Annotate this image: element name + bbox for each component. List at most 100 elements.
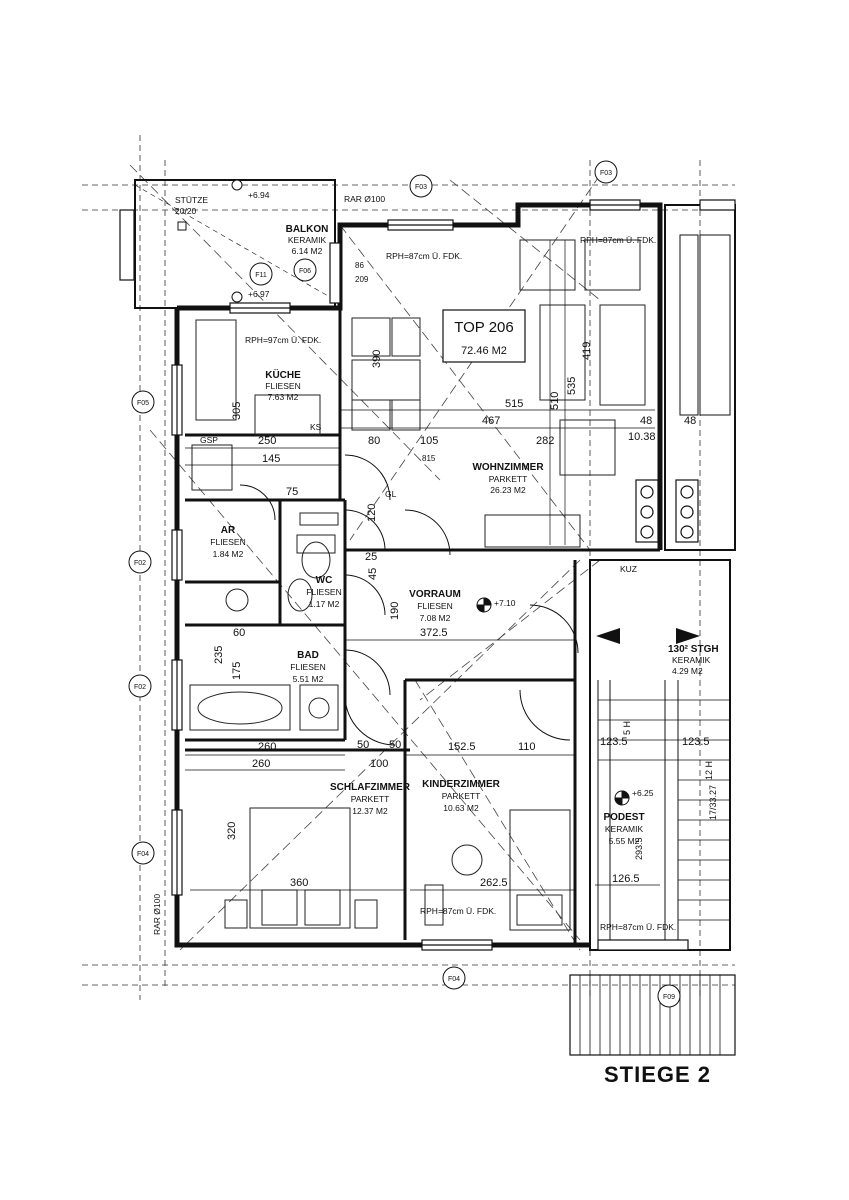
unit-title-box: [442, 309, 526, 363]
dim-510: 510: [549, 392, 561, 410]
room-kueche-name: KÜCHE: [265, 368, 301, 381]
room-ar-area: 1.84 M2: [213, 549, 244, 559]
dim-535: 535: [566, 377, 578, 395]
room-wohnzimmer-material: PARKETT: [489, 474, 528, 484]
note-rph-87-top: RPH=87cm Ü. FDK.: [580, 235, 656, 245]
level-694: +6.94: [248, 190, 270, 200]
level-marker-icons: [231, 179, 630, 806]
note-stuetze-size: 20/20: [175, 206, 197, 216]
dim-235: 235: [213, 646, 225, 664]
walls: [174, 202, 663, 948]
dim-190: 190: [389, 602, 401, 620]
room-kueche-material: FLIESEN: [265, 381, 300, 391]
dim-305: 305: [231, 402, 243, 420]
level-625: +6.25: [632, 788, 654, 798]
room-stgh-name: 130² STGH: [668, 644, 719, 655]
furniture: [189, 239, 646, 931]
tag-f11: F11: [255, 272, 267, 279]
room-vorraum-area: 7.08 M2: [420, 613, 451, 623]
tag-f06: F06: [299, 268, 311, 275]
dim-1733: 17/33.27: [708, 785, 718, 820]
dimension-labels: 515 467 535 419 510 390 305 250 145 80 1…: [213, 261, 718, 889]
room-wc-name: WC: [316, 575, 333, 586]
note-gl: GL: [385, 489, 397, 499]
dim-515: 515: [505, 398, 523, 410]
room-wc-area: 1.17 M2: [309, 599, 340, 609]
dim-260-b: 260: [252, 758, 270, 770]
dim-815: 815: [422, 454, 436, 463]
note-rph-87-stair: RPH=87cm Ü. FDK.: [600, 922, 676, 932]
note-kuz: KUZ: [620, 564, 637, 574]
dim-1038: 10.38: [628, 431, 656, 443]
tag-f02-a: F02: [134, 560, 146, 567]
room-kinderzimmer-name: KINDERZIMMER: [422, 779, 501, 790]
dim-86: 86: [355, 261, 364, 270]
room-kinderzimmer-material: PARKETT: [442, 791, 481, 801]
dim-2935: 293.5: [634, 837, 644, 860]
room-kinderzimmer-area: 10.63 M2: [443, 803, 479, 813]
room-ar-name: AR: [221, 525, 236, 536]
unit-name: TOP 206: [454, 319, 514, 336]
dim-467: 467: [482, 415, 500, 427]
room-balkon-material: KERAMIK: [288, 235, 327, 245]
dim-1265: 126.5: [612, 873, 640, 885]
room-wohnzimmer-area: 26.23 M2: [490, 485, 526, 495]
room-bad-material: FLIESEN: [290, 662, 325, 672]
dim-110: 110: [518, 741, 536, 753]
room-stgh-material: KERAMIK: [672, 655, 711, 665]
room-wc-material: FLIESEN: [306, 587, 341, 597]
room-bad-name: BAD: [297, 650, 319, 661]
room-schlafzimmer-material: PARKETT: [351, 794, 390, 804]
dim-60: 60: [233, 627, 245, 639]
dim-48-a: 48: [640, 415, 652, 427]
room-podest-name: PODEST: [603, 812, 644, 823]
dim-75: 75: [286, 486, 298, 498]
room-vorraum-material: FLIESEN: [417, 601, 452, 611]
room-podest-area: 5.55 M2: [609, 836, 640, 846]
door-swings: [239, 454, 579, 746]
dim-390: 390: [371, 350, 383, 368]
room-schlafzimmer-name: SCHLAFZIMMER: [330, 782, 411, 793]
dim-120: 120: [366, 504, 378, 522]
dim-12h: 12 H: [704, 761, 714, 780]
note-rar-side: RAR Ø100: [152, 894, 162, 935]
room-balkon-name: BALKON: [286, 224, 329, 235]
tag-f03-a: F03: [415, 184, 427, 191]
room-bad-area: 5.51 M2: [293, 674, 324, 684]
dim-48-b: 48: [684, 415, 696, 427]
level-697: +6.97: [248, 289, 270, 299]
tag-f09: F09: [663, 994, 675, 1001]
tag-f03-b: F03: [600, 170, 612, 177]
room-kueche-area: 7.63 M2: [268, 392, 299, 402]
dim-419: 419: [581, 342, 593, 360]
tag-f05: F05: [137, 400, 149, 407]
room-podest-material: KERAMIK: [605, 824, 644, 834]
entry-arrow-icon: [596, 628, 700, 644]
annotations: STÜTZE 20/20 RAR Ø100 RPH=87cm Ü. FDK. R…: [152, 190, 676, 935]
level-710: +7.10: [494, 598, 516, 608]
dimension-lines: [185, 240, 660, 891]
room-vorraum-name: VORRAUM: [409, 589, 461, 600]
note-rph-87-balkon: RPH=87cm Ü. FDK.: [386, 251, 462, 261]
note-rph-97-kueche: RPH=97cm Ü. FDK.: [245, 335, 321, 345]
room-wohnzimmer-name: WOHNZIMMER: [472, 462, 544, 473]
note-stuetze: STÜTZE: [175, 195, 208, 205]
stair-title: STIEGE 2: [604, 1062, 712, 1087]
dim-50-a: 50: [357, 739, 369, 751]
unit-area: 72.46 M2: [461, 345, 507, 357]
dim-320: 320: [226, 822, 238, 840]
dim-1235-b: 123.5: [682, 736, 710, 748]
dim-50-b: 50: [389, 739, 401, 751]
dim-3725: 372.5: [420, 627, 448, 639]
dim-360: 360: [290, 877, 308, 889]
dim-250: 250: [258, 435, 276, 447]
dim-282: 282: [536, 435, 554, 447]
tag-f02-b: F02: [134, 684, 146, 691]
reference-tags: [128, 160, 681, 1008]
dim-2625: 262.5: [480, 877, 508, 889]
dim-100: 100: [370, 758, 388, 770]
dim-175: 175: [231, 662, 243, 680]
note-gsp: GSP: [200, 435, 218, 445]
dim-105: 105: [420, 435, 438, 447]
